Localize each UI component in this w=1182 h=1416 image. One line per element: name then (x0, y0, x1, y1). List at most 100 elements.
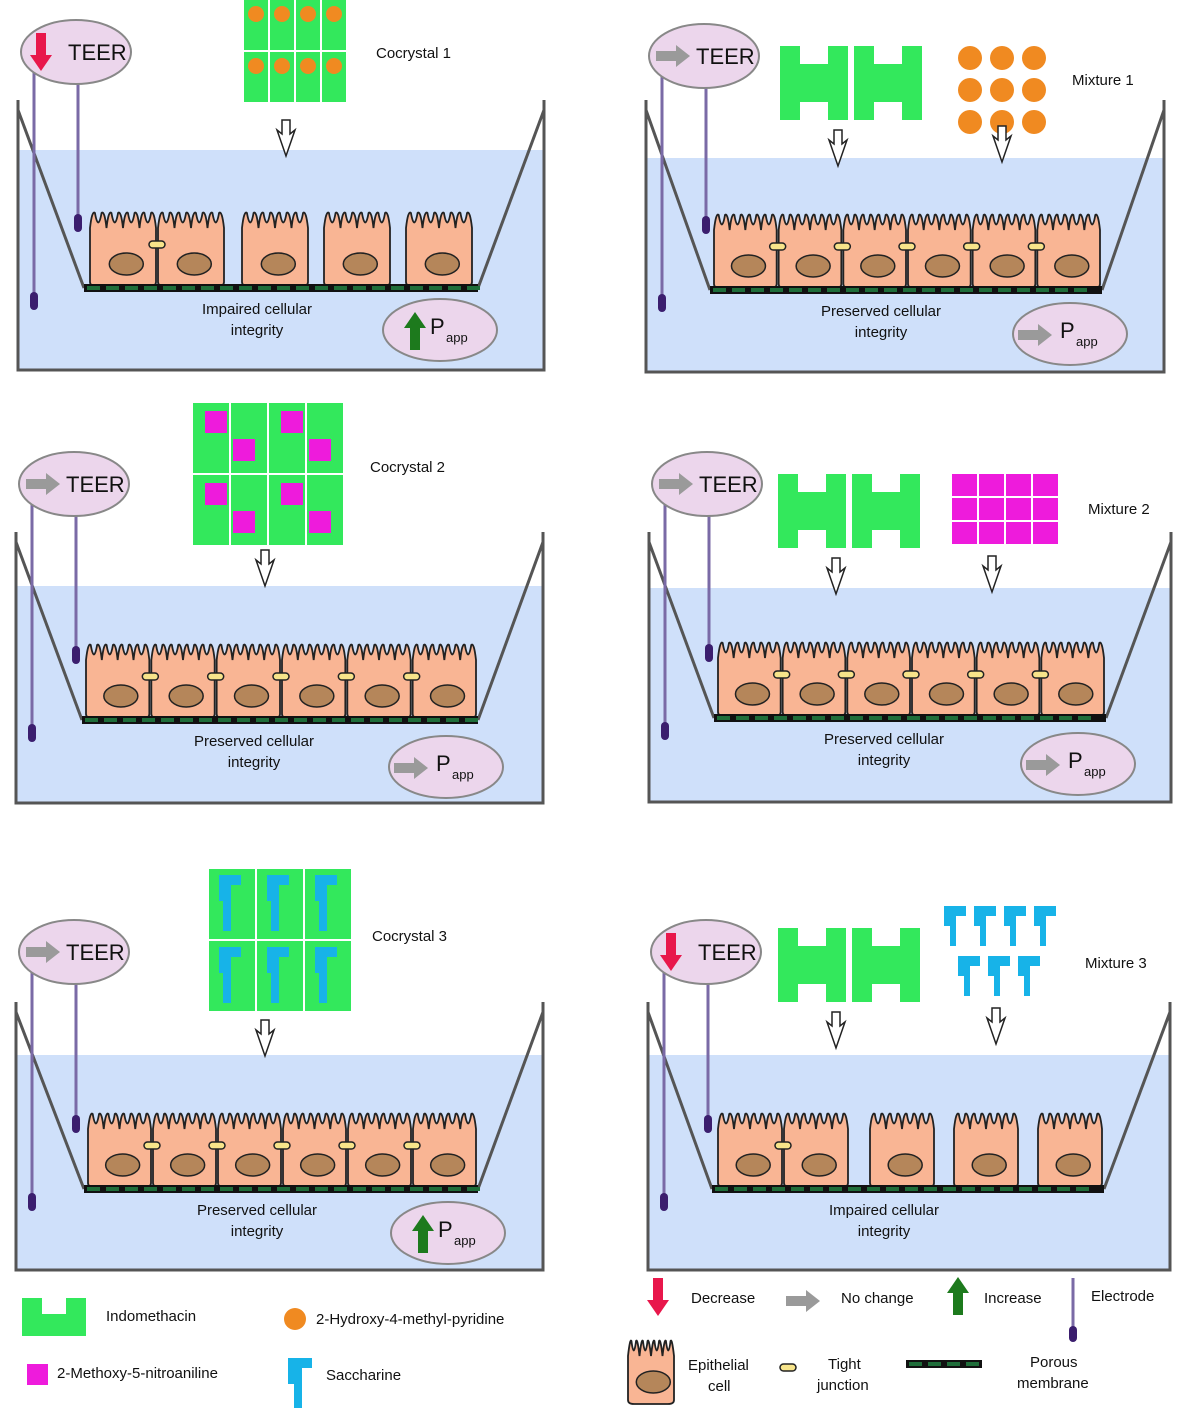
hydroxy-pyridine-particle (990, 110, 1014, 134)
teer-indicator: TEER (651, 451, 763, 517)
saccharine-particle (974, 906, 996, 946)
epithelial-layer (713, 213, 1101, 289)
indomethacin-unit (778, 474, 846, 548)
papp-subscript: app (452, 767, 474, 782)
tight-junction (273, 1141, 291, 1150)
membrane-pore (85, 718, 98, 722)
methoxy-nitroaniline-molecule (281, 483, 303, 505)
tight-junction (403, 1141, 421, 1150)
compound-illustration (209, 869, 351, 1059)
cell-nucleus (989, 254, 1025, 278)
indomethacin-crystals (778, 928, 920, 1002)
cell-nucleus (234, 1153, 271, 1177)
electrode-inner (72, 966, 80, 1133)
papp-oval (388, 735, 504, 799)
indomethacin-unit (778, 928, 846, 1002)
well-outline (647, 532, 1173, 804)
membrane-pore (313, 718, 326, 722)
legend-tight-junction-label-2: junction (817, 1377, 869, 1394)
insert-wall-left (644, 109, 712, 291)
membrane-pore (199, 718, 212, 722)
electrode-tip (705, 644, 713, 662)
cell-nucleus (424, 252, 461, 276)
integrity-text-line2: integrity (228, 754, 281, 771)
membrane-pore (848, 1187, 861, 1191)
cell-nucleus (104, 1153, 141, 1177)
legend-tight-junction-label-1: Tight (828, 1356, 861, 1373)
tight-junction (338, 1141, 356, 1150)
membrane-pore (884, 288, 897, 292)
cell-nucleus (169, 1153, 206, 1177)
well-outline (16, 100, 546, 372)
legend-epithelial-cell-label-2: cell (708, 1378, 731, 1395)
indomethacin-bottom (778, 966, 846, 1002)
membrane-pore (125, 1187, 138, 1191)
tight-junction (898, 242, 916, 251)
methoxy-nitroaniline-particle (979, 522, 1004, 544)
legend-indomethacin-icon (22, 1298, 86, 1336)
insert-wall-right (1100, 109, 1166, 291)
saccharine-molecule (267, 875, 289, 931)
methoxy-nitroaniline-particle (1033, 474, 1058, 496)
cell-nucleus (924, 254, 961, 278)
porous-membrane (710, 286, 1102, 294)
membrane-pore (717, 716, 730, 720)
hydroxy-pyridine-particle (1022, 78, 1046, 102)
methoxy-nitroaniline-molecule (309, 439, 331, 461)
hydroxy-pyridine-molecule (300, 58, 316, 74)
tight-junction (772, 670, 791, 679)
saccharine-molecule (315, 947, 337, 1003)
indomethacin-crystals (778, 474, 920, 548)
membrane-pore (1057, 1187, 1070, 1191)
methoxy-nitroaniline-particle (979, 498, 1004, 520)
teer-oval (650, 919, 762, 985)
membrane-pore (732, 288, 745, 292)
electrode-inner (704, 966, 712, 1133)
cell-nucleus (734, 682, 771, 706)
methoxy-nitroaniline-particle (1006, 474, 1031, 496)
membrane-pore (467, 286, 480, 290)
legend-porous-membrane-label-2: membrane (1017, 1375, 1089, 1392)
papp-increase-icon (404, 312, 426, 350)
electrode-inner (74, 66, 82, 232)
papp-subscript: app (446, 330, 468, 345)
indomethacin-unit (780, 46, 848, 120)
membrane-pore (144, 1187, 157, 1191)
membrane-pore (163, 286, 176, 290)
integrity-text-line1: Preserved cellular (197, 1202, 317, 1219)
teer-indicator: TEER (648, 23, 760, 89)
membrane-pore (736, 716, 749, 720)
teer-no-change-icon (26, 473, 60, 495)
cell-nucleus (1054, 254, 1090, 278)
electrode-inner (702, 70, 710, 234)
teer-label: TEER (66, 472, 125, 497)
porous-membrane (712, 1185, 1104, 1193)
cocrystal-cell (231, 403, 267, 473)
teer-oval (648, 23, 760, 89)
cell-nucleus (860, 254, 896, 278)
membrane-pore (812, 716, 825, 720)
hydroxy-pyridine-molecule (326, 6, 342, 22)
teer-label: TEER (698, 940, 757, 965)
membrane-pore (448, 286, 461, 290)
methoxy-nitroaniline-particle (979, 474, 1004, 496)
teer-oval (18, 451, 130, 517)
delivery-arrow (254, 549, 276, 589)
electrode-tip (704, 1115, 712, 1133)
tight-junction (833, 242, 852, 251)
teer-label: TEER (696, 44, 755, 69)
papp-no-change-icon (1026, 754, 1060, 776)
saccharine-particle (988, 956, 1010, 996)
integrity-text-line1: Preserved cellular (194, 733, 314, 750)
cell-nucleus (635, 1370, 672, 1394)
membrane-pore (751, 288, 764, 292)
saccharine-particle (1004, 906, 1026, 946)
indomethacin-unit (854, 46, 922, 120)
membrane-pore (220, 1187, 233, 1191)
membrane-pore (867, 1187, 880, 1191)
tight-junction (272, 672, 290, 681)
cell-nucleus (364, 1153, 401, 1177)
indomethacin-top (854, 46, 922, 84)
